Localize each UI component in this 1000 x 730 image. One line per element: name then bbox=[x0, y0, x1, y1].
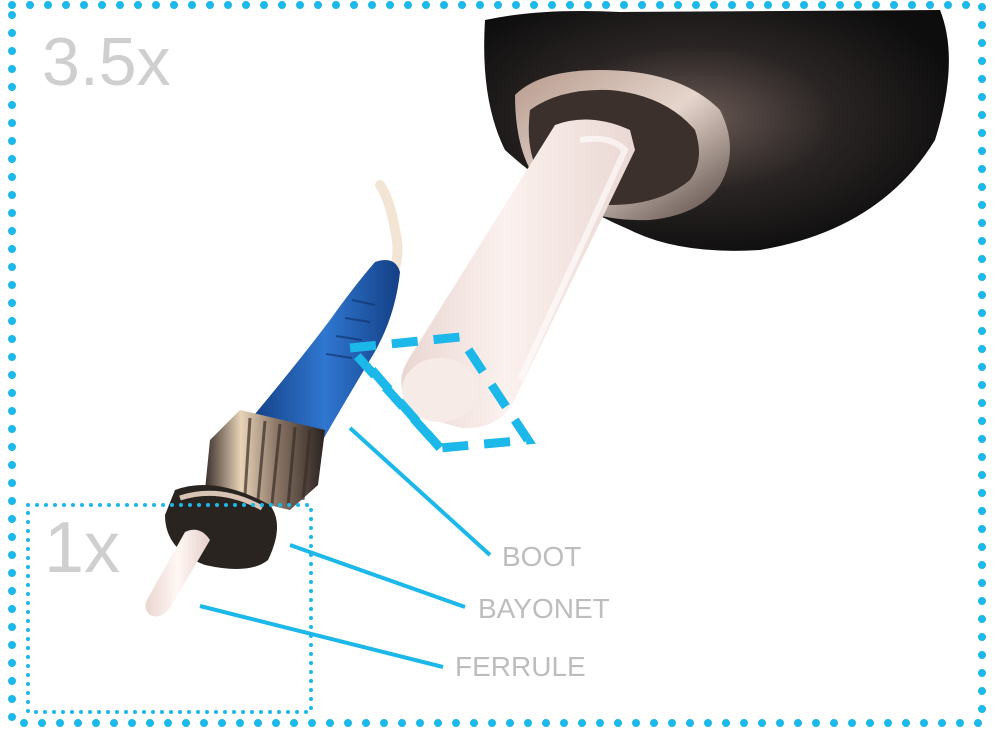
ferrule-label: FERRULE bbox=[455, 651, 586, 682]
small-connector bbox=[145, 180, 403, 617]
bayonet-leader-line bbox=[289, 543, 466, 609]
zoom-frame-large bbox=[8, 1, 986, 727]
boot-leader-line bbox=[348, 426, 492, 557]
zoom-label-small: 1x bbox=[44, 508, 121, 588]
bayonet-label: BAYONET bbox=[478, 593, 610, 624]
zoomed-ferrule bbox=[401, 119, 635, 429]
ferrule-leader-line bbox=[199, 604, 444, 669]
zoom-frame-small bbox=[26, 503, 313, 714]
fiber-cable bbox=[375, 180, 403, 273]
fiber-boot bbox=[250, 259, 400, 445]
zoom-projection bbox=[340, 332, 536, 453]
zoom-label-large: 3.5x bbox=[42, 24, 171, 100]
zoomed-ferrule-tip bbox=[402, 358, 478, 422]
small-ferrule bbox=[145, 529, 210, 617]
boot-label: BOOT bbox=[502, 541, 582, 572]
zoomed-connector bbox=[401, 10, 949, 429]
